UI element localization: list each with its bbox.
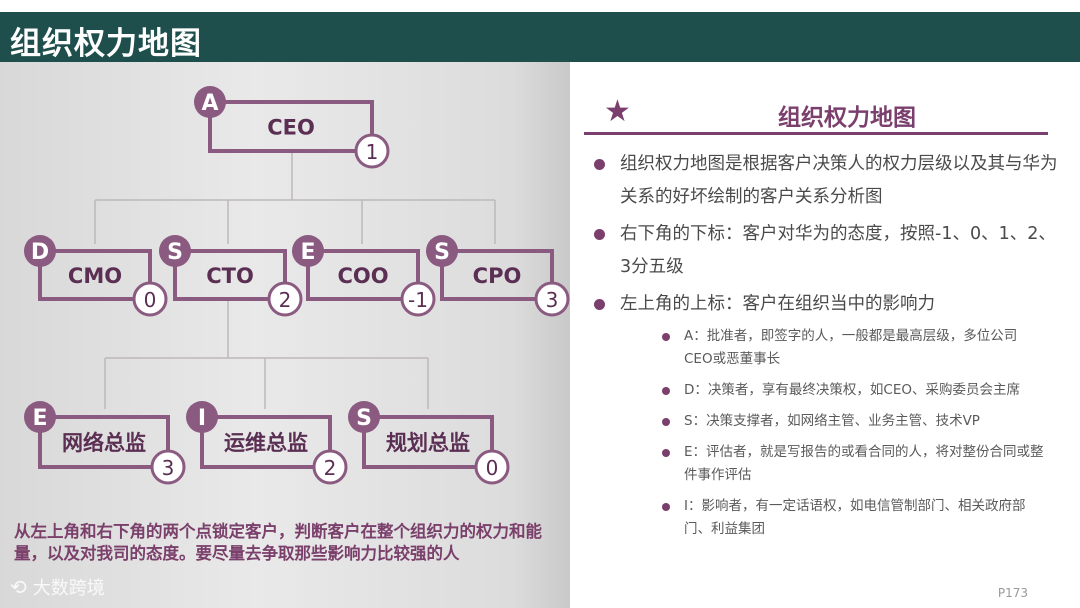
sub-bullet-text: I：影响者，有一定话语权，如电信管制部门、相关政府部门、利益集团 [684,498,1026,537]
sub-bullet-item: S：决策支撑者，如网络主管、业务主管、技术VP [662,410,1044,433]
node-cmo-name: CMO [68,264,122,288]
sub-bullet-text: S：决策支撑者，如网络主管、业务主管、技术VP [684,413,980,429]
node-cmo-role-badge [24,235,56,267]
node-cto-attitude-badge [267,281,303,317]
node-cmo-attitude-badge [132,281,168,317]
bullet-dot-icon [594,299,605,310]
node-cmo-role-letter: D [31,240,49,265]
node-coo-role-badge [292,235,324,267]
watermark-text: 大数跨境 [32,578,105,599]
node-cpo-name: CPO [473,264,522,288]
title-divider [584,132,1048,135]
node-cpo-attitude-badge [534,281,570,317]
node-cto-box [173,249,287,301]
node-director-2-role-letter: I [198,406,206,431]
node-coo-attitude-value: -1 [408,288,428,312]
sub-bullet-text: A：批准者，即签字的人，一般都是最高层级，多位公司CEO或恶董事长 [684,328,1018,367]
node-director-3-name: 规划总监 [386,431,470,455]
node-coo-attitude-badge [400,281,436,317]
watermark-logo-icon: ⟲ [10,575,27,599]
node-coo-name: COO [337,264,388,288]
node-director-3-role-badge [348,401,380,433]
header-bar [0,12,1080,62]
node-ceo-attitude-value: 1 [366,140,379,164]
node-cmo-attitude-value: 0 [144,288,157,312]
bullet-item: 右下角的下标：客户对华为的态度，按照-1、0、1、2、3分五级 [592,218,1062,284]
node-director-1-attitude-value: 3 [162,456,175,480]
node-director-2-attitude-value: 2 [324,456,337,480]
node-ceo-role-badge [194,86,226,118]
node-cpo-role-letter: S [434,240,450,265]
page-title: 组织权力地图 [10,26,202,62]
explanation-panel: ★ 组织权力地图 组织权力地图是根据客户决策人的权力层级以及其与华为关系的好坏绘… [570,62,1080,608]
bullet-list: 组织权力地图是根据客户决策人的权力层级以及其与华为关系的好坏绘制的客户关系分析图… [592,148,1062,549]
node-cto-name: CTO [206,264,254,288]
bullet-dot-icon [594,229,605,240]
node-director-2-attitude-badge [312,449,348,485]
watermark: ⟲ 大数跨境 [10,574,105,600]
bullet-text: 组织权力地图是根据客户决策人的权力层级以及其与华为关系的好坏绘制的客户关系分析图 [620,154,1058,207]
node-director-1-attitude-badge [150,449,186,485]
bullet-text: 右下角的下标：客户对华为的态度，按照-1、0、1、2、3分五级 [620,224,1056,277]
bullet-item: 组织权力地图是根据客户决策人的权力层级以及其与华为关系的好坏绘制的客户关系分析图 [592,148,1062,214]
bullet-dot-icon [662,387,670,395]
bullet-dot-icon [662,503,670,511]
node-cto-attitude-value: 2 [279,288,292,312]
node-cto-role-letter: S [167,240,183,265]
bullet-dot-icon [662,418,670,426]
node-director-1-name: 网络总监 [62,431,146,455]
sub-bullet-item: D：决策者，享有最终决策权，如CEO、采购委员会主席 [662,379,1044,402]
node-cpo-role-badge [426,235,458,267]
bullet-text: 左上角的上标：客户在组织当中的影响力 [620,294,935,314]
connectors [94,151,496,409]
node-coo-role-letter: E [300,240,315,265]
node-director-2-name: 运维总监 [224,431,308,455]
node-director-3-box [362,415,494,469]
node-ceo-box [208,100,374,153]
node-cto-role-badge [159,235,191,267]
panel-title: 组织权力地图 [778,105,916,131]
bullet-dot-icon [594,159,605,170]
node-director-2-role-badge [186,401,218,433]
chart-caption: 从左上角和右下角的两个点锁定客户，判断客户在整个组织力的权力和能量，以及对我司的… [14,522,542,563]
header: 组织权力地图 [0,0,1080,62]
star-icon: ★ [604,94,631,129]
node-director-1-box [38,415,170,469]
node-ceo-role-letter: A [201,91,218,116]
node-cpo-attitude-value: 3 [546,288,559,312]
bullet-dot-icon [662,449,670,457]
node-ceo-name: CEO [267,116,315,140]
node-director-3-attitude-badge [474,449,510,485]
sub-bullet-text: D：决策者，享有最终决策权，如CEO、采购委员会主席 [684,382,1020,398]
sub-bullet-item: A：批准者，即签字的人，一般都是最高层级，多位公司CEO或恶董事长 [662,325,1044,371]
node-director-1-role-letter: E [32,406,47,431]
node-director-1-role-badge [24,401,56,433]
node-cpo-box [440,249,554,301]
node-cmo-box [38,249,152,301]
node-ceo-attitude-badge [354,133,390,169]
sub-bullet-item: I：影响者，有一定话语权，如电信管制部门、相关政府部门、利益集团 [662,495,1044,541]
sub-bullet-item: E：评估者，就是写报告的或看合同的人，将对整份合同或整件事作评估 [662,441,1044,487]
page-number: P173 [997,586,1028,600]
node-director-3-role-letter: S [356,406,372,431]
bullet-item: 左上角的上标：客户在组织当中的影响力 [592,288,1062,321]
sub-bullet-text: E：评估者，就是写报告的或看合同的人，将对整份合同或整件事作评估 [684,444,1044,483]
bullet-dot-icon [662,333,670,341]
node-director-2-box [200,415,332,469]
node-coo-box [306,249,420,301]
node-director-3-attitude-value: 0 [486,456,499,480]
